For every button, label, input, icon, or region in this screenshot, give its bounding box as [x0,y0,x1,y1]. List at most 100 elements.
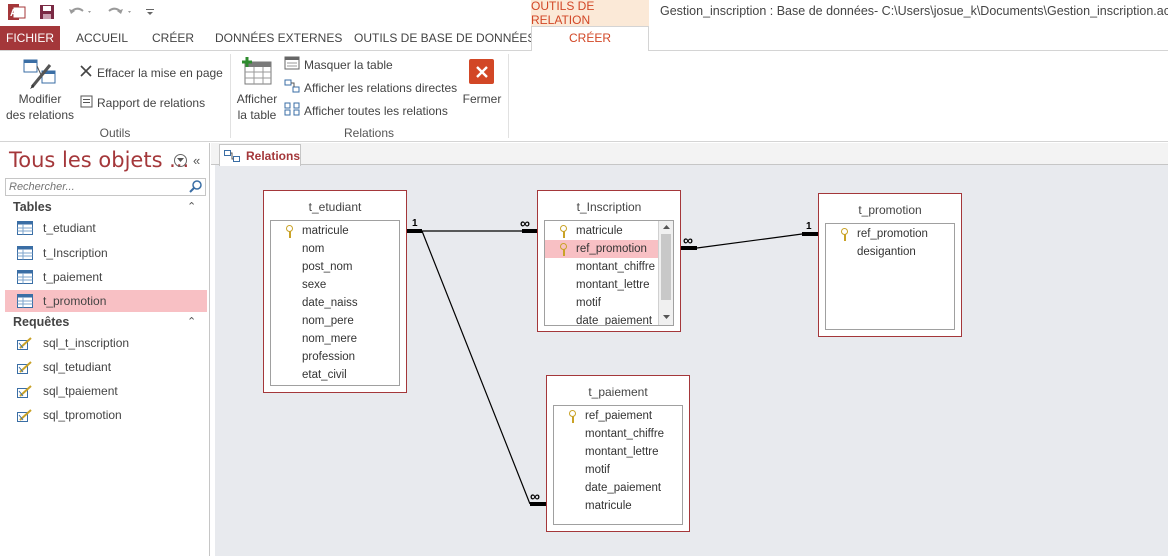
fermer-button[interactable]: Fermer [462,92,502,106]
nav-section-requetes[interactable]: Requêtes [13,315,70,329]
clear-layout-icon [79,64,93,81]
field-row[interactable]: date_paiement [585,482,662,494]
field-row[interactable]: desigantion [857,246,916,258]
nav-search-box [5,178,206,196]
modifier-relations-button[interactable]: Modifier des relations [2,91,78,123]
field-list[interactable]: ref_promotion desigantion [825,223,955,330]
field-row[interactable]: motif [585,464,610,476]
field-row-selected[interactable]: ref_promotion [545,240,659,258]
nav-item-sql-tetudiant[interactable]: sql_tetudiant [5,356,207,378]
field-row[interactable]: montant_lettre [576,279,650,291]
field-row[interactable]: ref_promotion [826,225,954,243]
tab-outils-base-de-donnees[interactable]: OUTILS DE BASE DE DONNÉES [354,31,536,45]
field-row[interactable]: montant_chiffre [576,261,656,273]
field-row[interactable]: profession [302,351,356,363]
nav-item-label: t_promotion [43,294,107,308]
field-list[interactable]: matricule nom post_nom sexe date_naiss n… [270,220,400,386]
field-row[interactable]: matricule [545,222,659,240]
scroll-up-arrow-icon[interactable] [659,221,673,233]
field-row[interactable]: date_paiement [576,315,653,326]
field-row[interactable]: etat_civil [302,369,347,381]
query-icon [17,361,32,374]
field-list[interactable]: matricule ref_promotion montant_chiffre … [544,220,674,326]
field-row[interactable]: montant_chiffre [585,428,665,440]
afficher-relations-directes-button[interactable]: Afficher les relations directes [284,79,457,96]
nav-item-t-etudiant[interactable]: t_etudiant [5,217,207,239]
rel-end-paiement [530,502,546,506]
table-icon [17,294,33,308]
masquer-la-table-label: Masquer la table [304,57,393,72]
field-row[interactable]: post_nom [302,261,353,273]
collapse-queries-icon[interactable]: ⌃ [187,316,197,328]
nav-item-label: t_etudiant [43,221,96,235]
field-row[interactable]: nom_mere [302,333,357,345]
nav-section-tables[interactable]: Tables [13,200,52,214]
rel-end-inscription-matricule [522,229,538,233]
afficher-la-table-button[interactable]: Afficher la table [232,91,282,123]
field-row[interactable]: nom_pere [302,315,354,327]
nav-item-label: sql_t_inscription [43,336,130,350]
query-icon [17,409,32,422]
show-table-icon [241,56,273,88]
rapport-relations-button[interactable]: Rapport de relations [80,95,205,111]
collapse-pane-icon[interactable]: « [193,153,201,168]
afficher-toutes-relations-label: Afficher toutes les relations [304,103,448,118]
undo-icon[interactable] [66,3,94,21]
field-list[interactable]: ref_paiement montant_chiffre montant_let… [553,405,683,525]
nav-item-label: t_Inscription [43,246,108,260]
nav-item-sql-t-inscription[interactable]: sql_t_inscription [5,332,207,354]
afficher-relations-directes-label: Afficher les relations directes [304,80,458,95]
document-tab-label: Relations [245,148,300,163]
tab-donnees-externes[interactable]: DONNÉES EXTERNES [215,31,343,45]
query-icon [17,385,32,398]
cardinality-many-inscription-promotion: ∞ [683,232,693,248]
rel-end-inscription-promotion [681,246,697,250]
customize-qat-icon[interactable] [143,3,157,21]
nav-menu-dropdown-icon[interactable] [174,154,187,167]
table-title: t_paiement [588,385,648,399]
masquer-la-table-button[interactable]: Masquer la table [284,56,393,73]
nav-item-sql-tpaiement[interactable]: sql_tpaiement [5,380,207,402]
ribbon-group-separator [230,54,231,138]
afficher-toutes-relations-button[interactable]: Afficher toutes les relations [284,102,448,119]
document-tab-relations[interactable]: Relations [219,144,301,166]
nav-pane-title[interactable]: Tous les objets ... [9,148,190,172]
field-row[interactable]: motif [576,297,601,309]
document-tab-bar [211,143,1168,165]
nav-item-t-promotion[interactable]: t_promotion [5,290,207,312]
field-row[interactable]: nom [302,243,325,255]
relationships-tab-icon [224,149,240,162]
field-row[interactable]: montant_lettre [585,446,659,458]
search-icon[interactable] [189,180,203,197]
redo-icon[interactable] [106,3,134,21]
field-row[interactable]: date_naiss [302,297,358,309]
save-icon[interactable] [38,3,56,21]
table-title: t_Inscription [576,200,642,214]
collapse-tables-icon[interactable]: ⌃ [187,201,197,213]
cardinality-many-paiement: ∞ [530,488,540,504]
field-row[interactable]: ref_paiement [554,407,682,425]
field-row[interactable]: matricule [271,222,399,240]
scrollbar-thumb[interactable] [661,234,671,300]
tab-accueil[interactable]: ACCUEIL [76,31,129,45]
access-app-icon[interactable]: A [8,3,26,21]
tab-creer-relations[interactable]: CRÉER [531,26,649,51]
scroll-down-arrow-icon[interactable] [659,311,673,323]
ribbon [0,50,1168,142]
field-row[interactable]: sexe [302,279,327,291]
field-list-scrollbar[interactable] [658,221,673,325]
field-row[interactable]: matricule [585,500,632,512]
nav-item-t-inscription[interactable]: t_Inscription [5,242,207,264]
navigation-pane [0,143,210,556]
tab-fichier[interactable]: FICHIER [0,26,60,50]
effacer-mise-en-page-button[interactable]: Effacer la mise en page [79,64,223,81]
rel-line-promotion-inscription[interactable] [696,233,803,249]
close-icon[interactable] [469,59,494,84]
cardinality-many-inscription: ∞ [520,215,530,231]
nav-search-input[interactable] [6,179,192,195]
tab-creer[interactable]: CRÉER [152,31,195,45]
modifier-relations-label-1: Modifier [18,92,62,106]
nav-item-t-paiement[interactable]: t_paiement [5,266,207,288]
nav-item-sql-tpromotion[interactable]: sql_tpromotion [5,404,207,426]
rel-line-etudiant-paiement[interactable] [421,230,531,505]
